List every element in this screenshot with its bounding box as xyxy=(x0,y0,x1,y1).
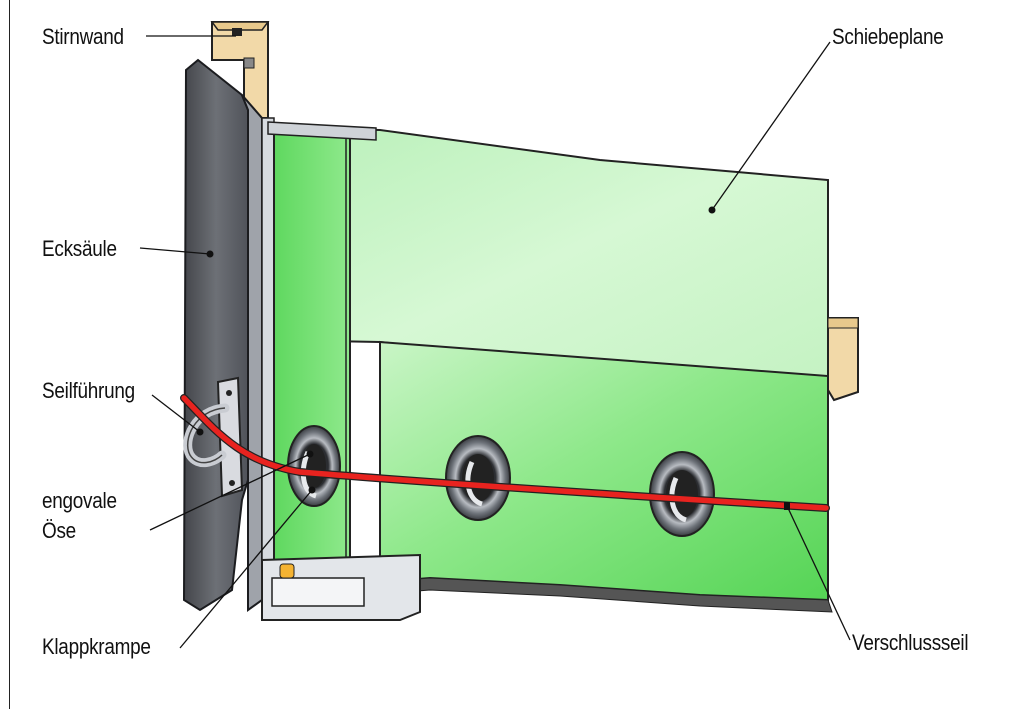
label-verschlussseil: Verschlussseil xyxy=(852,630,969,655)
label-schiebeplane: Schiebeplane xyxy=(832,24,944,49)
label-klappkrampe: Klappkrampe xyxy=(42,634,151,659)
label-ecksaeule: Ecksäule xyxy=(42,236,117,261)
schiebeplane-tarp xyxy=(267,121,833,613)
verschlussseil-rope xyxy=(180,394,830,512)
ecksaeule-post xyxy=(182,58,275,612)
label-engovale-line2: Öse xyxy=(42,518,76,543)
leader-lines xyxy=(139,35,851,649)
label-seilfuehrung: Seilführung xyxy=(42,378,135,403)
label-engovale-line1: engovale xyxy=(42,488,117,513)
eyelet-2 xyxy=(445,435,511,521)
right-wood-block xyxy=(827,317,859,402)
left-border-line xyxy=(9,0,10,709)
bottom-bracket xyxy=(261,553,421,621)
label-stirnwand: Stirnwand xyxy=(42,24,124,49)
leader-dots xyxy=(196,206,716,494)
stirnwand-block xyxy=(210,21,270,119)
